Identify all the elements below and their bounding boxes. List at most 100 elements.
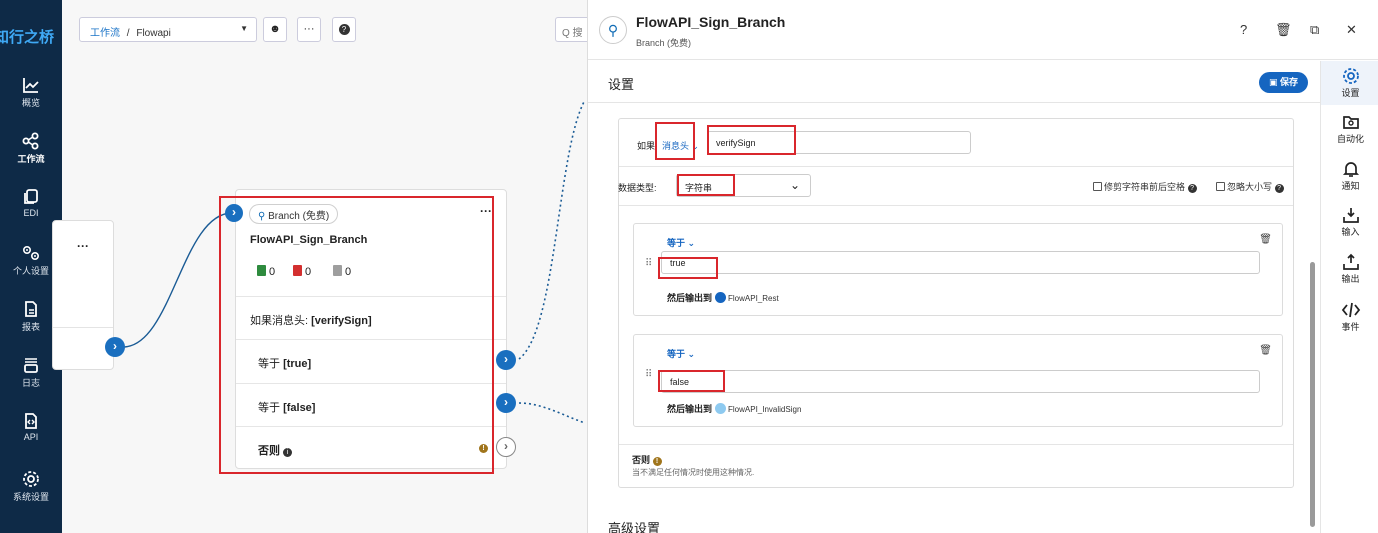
trim-checkbox[interactable]: 修剪字符串前后空格 ? — [1093, 180, 1197, 193]
settings-scroll-area[interactable]: 如果 消息头 ⌄ verifySign 数据类型: 字符串⌄ 修剪字符串前后空格… — [588, 104, 1312, 533]
report-icon — [25, 301, 37, 317]
output-port[interactable]: › — [105, 337, 125, 357]
chevron-down-icon: ⌄ — [691, 141, 700, 151]
breadcrumb-root[interactable]: 工作流 — [90, 28, 120, 39]
right-tab-bar: 设置 自动化 通知 输入 输出 事件 — [1320, 61, 1378, 533]
more-icon: ··· — [303, 23, 315, 35]
operator-select[interactable]: 等于 ⌄ — [667, 349, 696, 359]
advanced-settings-title[interactable]: 高级设置 — [608, 521, 661, 533]
settings-icon — [23, 471, 39, 487]
nav-item-overview[interactable]: 概览 — [0, 76, 62, 109]
header-type-select[interactable]: 消息头 ⌄ — [662, 141, 700, 151]
scrollbar[interactable] — [1310, 104, 1315, 533]
tab-settings[interactable]: 设置 — [1321, 61, 1378, 105]
tab-input[interactable]: 输入 — [1321, 206, 1378, 238]
delete-case-button[interactable]: 🗑 — [1259, 345, 1272, 356]
error-file-icon — [293, 265, 302, 276]
log-icon — [24, 358, 38, 373]
breadcrumb[interactable]: 工作流 / Flowapi ▼ — [79, 17, 257, 42]
case-value-input[interactable]: false — [661, 370, 1260, 393]
close-button[interactable]: ✕ — [1346, 22, 1357, 38]
nav-item-personal-settings[interactable]: 个人设置 — [0, 244, 62, 277]
tab-label: 输入 — [1341, 227, 1360, 237]
help-button[interactable]: ? — [332, 17, 356, 42]
tab-label: 输出 — [1341, 274, 1360, 284]
chevron-down-icon: ⌄ — [789, 178, 800, 192]
info-icon: i — [283, 448, 293, 457]
delete-button[interactable]: 🗑 — [1275, 22, 1292, 38]
node-case-row[interactable]: 等于 [true] — [236, 339, 506, 383]
inbox-download-icon — [1342, 208, 1359, 223]
left-navigation: 知行之桥 概览 工作流 EDI 个人设置 报表 日志 API 系统设置 — [0, 0, 62, 533]
tab-output[interactable]: 输出 — [1321, 253, 1378, 285]
tab-notifications[interactable]: 通知 — [1321, 160, 1378, 192]
nav-label: 概览 — [21, 98, 40, 108]
nav-item-api[interactable]: API — [0, 412, 62, 442]
save-button[interactable]: ▣ 保存 — [1259, 72, 1308, 93]
success-count: 0 — [257, 265, 275, 278]
nav-label: 日志 — [21, 378, 40, 388]
folder-gear-icon — [1342, 116, 1359, 129]
help-button[interactable]: ? — [1240, 22, 1247, 37]
drag-handle-icon[interactable]: ⠿ — [645, 369, 653, 380]
nav-label: 工作流 — [17, 154, 45, 164]
condition-box: 如果 消息头 ⌄ verifySign 数据类型: 字符串⌄ 修剪字符串前后空格… — [618, 118, 1294, 488]
trash-icon: 🗑 — [1259, 234, 1272, 245]
properties-panel: ⚲ FlowAPI_Sign_Branch Branch (免费) ? 🗑 ⧉ … — [587, 0, 1378, 533]
operator-select[interactable]: 等于 ⌄ — [667, 238, 696, 248]
nav-item-edi[interactable]: EDI — [0, 188, 62, 218]
nav-item-logs[interactable]: 日志 — [0, 356, 62, 389]
tab-automation[interactable]: 自动化 — [1321, 113, 1378, 145]
node-else-row[interactable]: 否则 i ! — [236, 426, 506, 469]
script-connector-icon — [715, 403, 727, 414]
drag-handle-icon[interactable]: ⠿ — [645, 258, 653, 269]
nav-item-reports[interactable]: 报表 — [0, 300, 62, 333]
more-button[interactable]: ··· — [297, 17, 321, 42]
save-icon: ▣ — [1268, 77, 1280, 87]
output-port-true[interactable]: › — [496, 350, 516, 370]
case-value-input[interactable]: true — [661, 251, 1260, 274]
output-port-false[interactable]: › — [496, 393, 516, 413]
output-port-else[interactable]: › — [496, 437, 516, 457]
app-logo[interactable]: 知行之桥 — [0, 29, 55, 46]
inbox-upload-icon — [1342, 253, 1359, 270]
scrollbar-thumb[interactable] — [1310, 262, 1315, 527]
help-icon: ? — [1187, 184, 1197, 193]
more-icon[interactable]: ··· — [480, 204, 492, 218]
nav-label: 个人设置 — [12, 266, 49, 276]
nav-item-system-settings[interactable]: 系统设置 — [0, 470, 62, 503]
bell-icon — [1342, 162, 1359, 177]
trash-icon: 🗑 — [1259, 345, 1272, 356]
nav-label: 报表 — [21, 322, 40, 332]
chevron-down-icon[interactable]: ▼ — [240, 24, 248, 33]
more-icon[interactable]: ··· — [77, 239, 89, 253]
open-external-button[interactable]: ⧉ — [1310, 22, 1319, 38]
branch-node-card[interactable]: ⚲ Branch (免费) ··· FlowAPI_Sign_Branch 0 … — [235, 189, 507, 469]
else-title: 否则 ! — [632, 453, 662, 466]
nav-label: 系统设置 — [12, 492, 49, 502]
branch-icon: ⚲ — [258, 211, 266, 222]
connector-lines — [122, 99, 586, 424]
if-label: 如果 — [637, 141, 656, 151]
workflow-canvas[interactable]: 工作流 / Flowapi ▼ ☻ ··· ? Q 搜 ··· › ⚲ Bran… — [52, 0, 595, 533]
copy-icon — [24, 189, 38, 204]
delete-case-button[interactable]: 🗑 — [1259, 234, 1272, 245]
ignore-case-checkbox[interactable]: 忽略大小写 ? — [1216, 180, 1284, 193]
node-case-row[interactable]: 等于 [false] — [236, 383, 506, 426]
header-name-input[interactable]: verifySign — [707, 131, 971, 154]
data-type-select[interactable]: 字符串⌄ — [676, 174, 811, 197]
previous-node[interactable]: ··· — [52, 220, 114, 370]
nav-item-workflow[interactable]: 工作流 — [0, 132, 62, 165]
nav-label: API — [23, 432, 39, 442]
section-title: 设置 — [608, 77, 635, 92]
tab-events[interactable]: 事件 — [1321, 301, 1378, 333]
panel-subtitle: Branch (免费) — [636, 38, 692, 48]
data-type-label: 数据类型: — [618, 183, 657, 193]
input-port[interactable]: › — [225, 204, 243, 222]
pending-count: 0 — [333, 265, 351, 278]
user-button[interactable]: ☻ — [263, 17, 287, 42]
node-condition-row: 如果消息头: [verifySign] — [236, 296, 506, 339]
